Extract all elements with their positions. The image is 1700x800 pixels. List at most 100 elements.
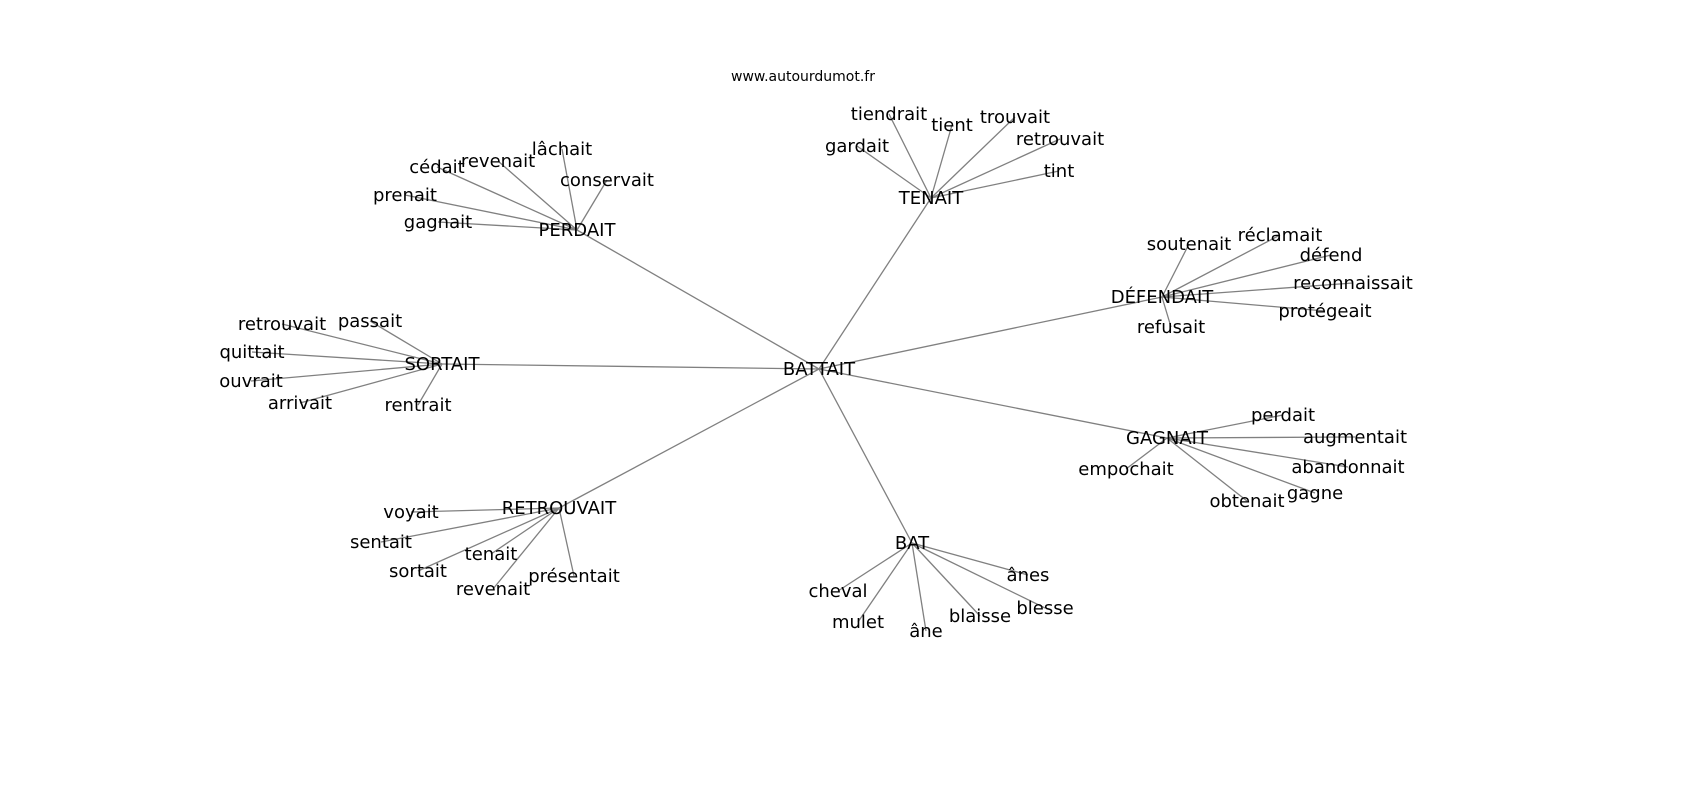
word-node-label: présentait [528,566,620,587]
edge-hub-to-word [911,542,1046,609]
word-node-label: prenait [373,185,437,206]
word-node-label: tient [931,115,973,136]
edge-center-to-hub [818,368,1168,439]
edge-center-to-hub [818,197,932,370]
word-node-label: tiendrait [851,104,927,125]
word-node-label: gardait [825,136,889,157]
edge-hub-to-word [856,145,932,199]
word-node-label: retrouvait [1016,129,1104,150]
hub-node-label: RETROUVAIT [502,498,618,519]
edge-hub-to-word [1161,243,1190,298]
word-node-label: sortait [389,561,447,582]
hub-node-label: TENAIT [898,188,964,209]
edge-hub-to-word [1166,436,1356,439]
word-node-label: trouvait [980,107,1050,128]
edge-hub-to-word [1161,282,1354,298]
hub-node-label: SORTAIT [404,354,480,375]
edge-hub-to-word [1161,296,1172,328]
word-node-label: âne [909,621,943,642]
edge-hub-to-word [1166,437,1248,502]
edge-hub-to-word [930,138,1061,199]
edge-hub-to-word [492,507,560,590]
word-node-label: protégeait [1278,301,1371,322]
edges [250,113,1356,632]
edge-hub-to-word [250,363,443,382]
edge-hub-to-word [251,351,443,365]
edge-hub-to-word [558,507,575,577]
edge-hub-to-word [576,179,608,231]
hub-node-label: BAT [895,533,930,554]
word-node-label: reconnaissait [1293,273,1413,294]
word-node-label: tint [1044,161,1075,182]
edge-hub-to-word [1166,414,1284,439]
edge-hub-to-word [930,124,953,199]
edge-hub-to-word [857,542,913,623]
word-node-label: rentrait [384,395,451,416]
word-node-label: défend [1300,245,1363,266]
edge-hub-to-word [436,166,578,231]
word-node-label: mulet [832,612,884,633]
hub-node-label: DÉFENDAIT [1111,286,1215,308]
word-node-label: cédait [409,157,465,178]
edge-hub-to-word [417,363,443,406]
hub-node-label: GAGNAIT [1126,428,1209,449]
edge-hub-to-word [437,221,578,231]
word-node-label: blaisse [949,606,1011,627]
word-node-label: blesse [1016,598,1073,619]
word-node-label: cheval [808,581,867,602]
edge-hub-to-word [417,507,560,572]
word-node-label: retrouvait [238,314,326,335]
edge-hub-to-word [410,507,560,513]
word-node-label: sentait [350,532,412,553]
word-node-label: revenait [461,151,535,172]
word-node-label: abandonnait [1291,457,1404,478]
word-node-label: gagnait [404,212,472,233]
word-node-label: arrivait [268,393,332,414]
word-node-label: empochait [1078,459,1173,480]
edge-hub-to-word [1161,234,1281,298]
hub-node-label: PERDAIT [539,220,617,241]
edge-hub-to-word [930,170,1060,199]
edge-hub-to-word [911,542,1029,576]
edge-hub-to-word [837,542,913,592]
word-node-label: réclamait [1238,225,1323,246]
edge-hub-to-word [911,542,927,632]
edge-hub-to-word [888,113,932,199]
word-node-label: ânes [1007,565,1050,586]
edge-hub-to-word [911,542,981,617]
word-node-label: soutenait [1147,234,1231,255]
edge-center-to-hub [558,368,820,509]
word-node-label: revenait [456,579,530,600]
edge-hub-to-word [561,148,578,231]
word-node-label: obtenait [1209,491,1284,512]
edge-hub-to-word [299,363,443,404]
edge-center-to-hub [818,368,913,544]
edge-hub-to-word [1166,437,1349,468]
word-node-label: lâchait [532,139,592,160]
word-node-label: gagne [1287,483,1343,504]
edge-hub-to-word [369,320,443,365]
edge-hub-to-word [930,116,1016,199]
edge-center-to-hub [576,229,820,370]
edge-center-to-hub [441,363,820,370]
edge-hub-to-word [1166,437,1316,494]
center-node-label: BATTAIT [783,359,856,380]
word-node-label: voyait [383,502,438,523]
edge-hub-to-word [497,160,578,231]
word-node-label: augmentait [1303,427,1407,448]
edge-hub-to-word [1125,437,1168,470]
edge-hub-to-word [281,323,443,365]
word-node-label: passait [338,311,402,332]
word-node-label: perdait [1251,405,1315,426]
edge-hub-to-word [1161,254,1332,298]
edge-hub-to-word [404,194,578,231]
edge-center-to-hub [818,296,1163,370]
word-node-label: tenait [465,544,518,565]
labels: www.autourdumot.fr BATTAIT PERDAITcédait… [219,69,1413,642]
edge-hub-to-word [490,507,560,555]
edge-hub-to-word [380,507,560,543]
word-node-label: refusait [1137,317,1205,338]
word-node-label: ouvrait [219,371,283,392]
